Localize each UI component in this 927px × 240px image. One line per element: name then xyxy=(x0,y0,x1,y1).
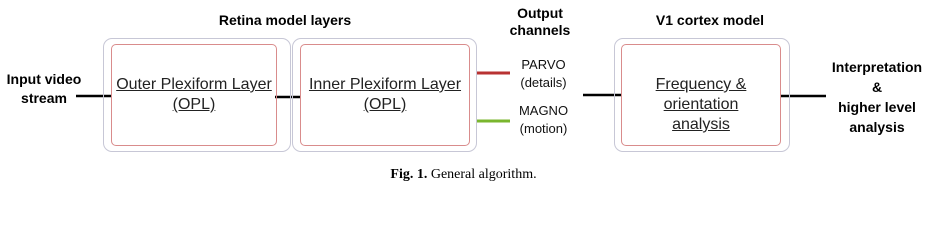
parvo-desc: (details) xyxy=(520,75,567,90)
header-retina: Retina model layers xyxy=(218,12,352,28)
output-label-line2: & xyxy=(871,79,883,95)
output-label: Interpretation & higher level analysis xyxy=(822,57,927,137)
opl-label: Outer Plexiform Layer (OPL) xyxy=(111,75,277,115)
ipl-label-line2: (OPL) xyxy=(363,96,407,113)
ipl-label-line1: Inner Plexiform Layer xyxy=(308,76,462,93)
input-label-line1: Input video xyxy=(6,71,82,87)
output-label-line3: higher level xyxy=(838,99,916,115)
magno-desc: (motion) xyxy=(519,121,568,136)
ipl-label: Inner Plexiform Layer (OPL) xyxy=(300,75,470,115)
header-output-channels: Output channels xyxy=(500,5,580,39)
header-output-line1: Output xyxy=(517,5,563,21)
caption-label: Fig. 1. xyxy=(390,167,428,182)
v1-block xyxy=(621,44,781,146)
ipl-block-outer xyxy=(292,38,477,152)
opl-label-line1: Outer Plexiform Layer xyxy=(116,76,272,93)
v1-label-line2: analysis xyxy=(672,116,730,133)
parvo-channel: PARVO (details) xyxy=(506,56,581,92)
input-label-line2: stream xyxy=(21,90,67,106)
input-label: Input video stream xyxy=(4,70,84,108)
output-label-line4: analysis xyxy=(849,119,905,135)
connector-lines xyxy=(76,71,826,123)
output-label-line1: Interpretation xyxy=(831,59,923,75)
magno-channel: MAGNO (motion) xyxy=(506,102,581,138)
v1-block-outer xyxy=(614,38,790,152)
opl-block-outer xyxy=(103,38,291,152)
v1-label: Frequency & orientation analysis xyxy=(621,75,781,135)
header-output-line2: channels xyxy=(509,22,571,38)
opl-block xyxy=(111,44,277,146)
magno-name: MAGNO xyxy=(518,103,569,118)
header-v1: V1 cortex model xyxy=(655,12,765,28)
ipl-block xyxy=(300,44,470,146)
caption-text: General algorithm. xyxy=(430,167,537,182)
parvo-name: PARVO xyxy=(521,57,566,72)
opl-label-line2: (OPL) xyxy=(172,96,216,113)
figure-caption: Fig. 1. General algorithm. xyxy=(0,167,927,183)
v1-label-line1: Frequency & orientation xyxy=(655,76,747,113)
